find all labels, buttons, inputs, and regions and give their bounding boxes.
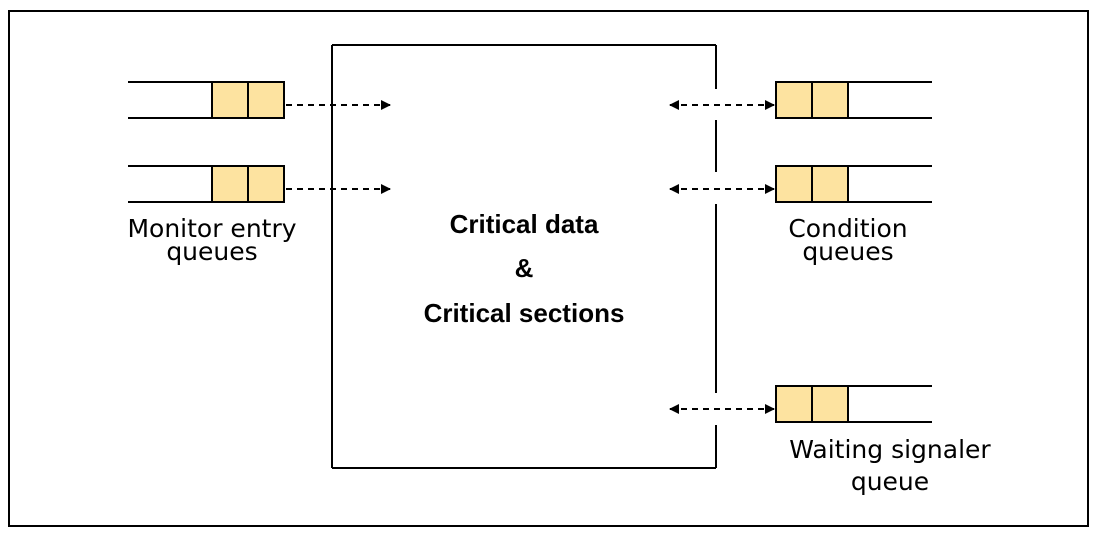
signaler-queue (775, 385, 932, 423)
center-line-1: Critical data (450, 209, 599, 239)
queue-slot (775, 385, 813, 423)
condition-queue-2 (775, 165, 932, 203)
queue-slot (247, 165, 285, 203)
condition-label-line-1: Condition (788, 214, 907, 243)
queue-slot (811, 165, 849, 203)
condition-label-line-2: queues (802, 237, 893, 266)
outer-frame (8, 10, 1089, 527)
monitor-box (331, 44, 717, 469)
signaler-label-line-2: queue (851, 467, 929, 496)
center-line-3: Critical sections (424, 298, 625, 328)
entry-label-line-1: Monitor entry (127, 214, 296, 243)
entry-queue-1 (128, 81, 285, 119)
queue-slot (247, 81, 285, 119)
queue-slot (775, 165, 813, 203)
center-line-2: & (515, 253, 534, 283)
queue-slot (811, 385, 849, 423)
entry-queue-2 (128, 165, 285, 203)
queue-slot (211, 81, 249, 119)
entry-label-line-2: queues (166, 237, 257, 266)
queue-slot (811, 81, 849, 119)
signaler-label-line-1: Waiting signaler (789, 435, 991, 464)
queue-slot (211, 165, 249, 203)
condition-queue-1 (775, 81, 932, 119)
queue-slot (775, 81, 813, 119)
